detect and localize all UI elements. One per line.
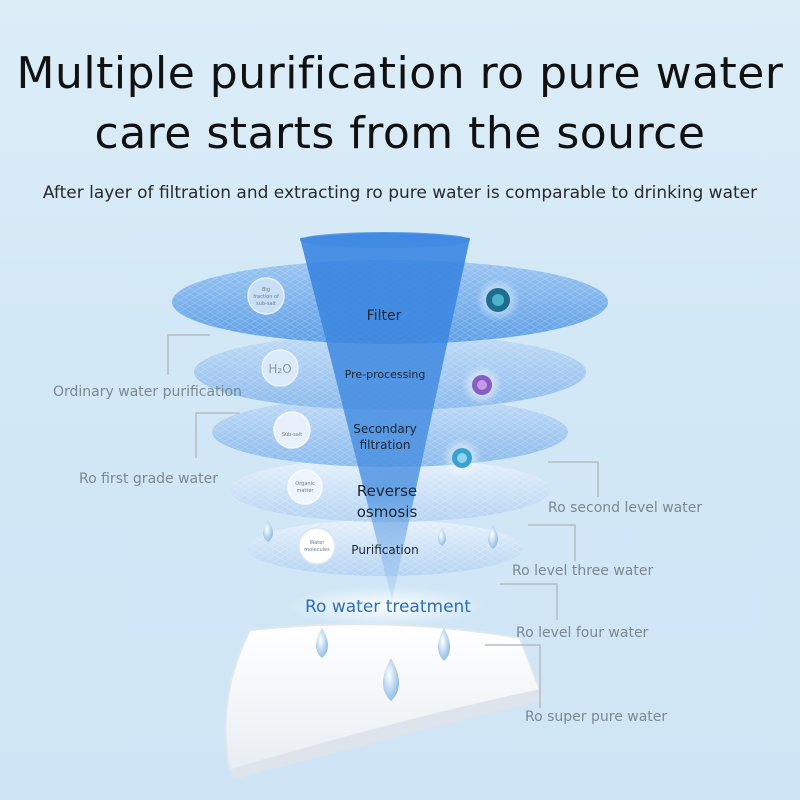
stage-filter: Filter	[366, 308, 402, 324]
water-drop-icon	[488, 525, 498, 549]
label-ordinary: Ordinary water purification	[53, 384, 242, 400]
bacteria-icon	[476, 278, 520, 322]
label-level-three: Ro level three water	[512, 563, 654, 579]
page-title: Multiple purification ro pure water care…	[0, 44, 800, 164]
sub-salt-icon: Sub-salt	[273, 411, 311, 449]
water-drop-icon	[438, 628, 450, 661]
organic-matter-icon: Organic matter	[287, 469, 323, 505]
water-drop-icon	[383, 658, 399, 701]
water-drop-icon	[438, 528, 446, 546]
title-line-1: Multiple purification ro pure water	[16, 48, 784, 99]
label-super-pure: Ro super pure water	[525, 709, 668, 725]
stage-secondary-line1: Secondary	[353, 422, 417, 436]
label-level-four: Ro level four water	[516, 625, 649, 641]
funnel	[300, 233, 470, 600]
icon-text: sub-salt	[256, 301, 276, 307]
svg-text:matter: matter	[297, 488, 315, 494]
connector-lines	[167, 334, 599, 708]
label-second-level: Ro second level water	[548, 500, 703, 516]
svg-text:molecules: molecules	[304, 547, 330, 553]
stage-secondary-line2: filtration	[359, 438, 411, 452]
virus-icon	[462, 365, 502, 405]
stage-reverse-osmosis: Reverse osmosis	[330, 481, 444, 523]
microbe-icon	[442, 438, 482, 478]
stage-secondary: Secondary filtration	[330, 421, 440, 453]
svg-text:H₂O: H₂O	[268, 362, 291, 376]
h2o-icon: H₂O	[261, 349, 299, 387]
stage-reverse-line1: Reverse	[356, 482, 418, 500]
water-drop-icon	[316, 628, 328, 658]
subtitle: After layer of filtration and extracting…	[42, 183, 758, 203]
stage-purification: Purification	[351, 543, 419, 557]
big-fraction-icon: Big fraction of sub-salt	[247, 277, 285, 315]
water-drop-icon	[263, 520, 273, 542]
stage-reverse-line2: osmosis	[356, 503, 418, 521]
svg-text:Water: Water	[310, 540, 326, 546]
stage-treatment: Ro water treatment	[305, 597, 471, 617]
svg-text:Organic: Organic	[295, 481, 315, 487]
icon-text: Big	[262, 287, 270, 293]
water-molecules-icon: Water molecules	[298, 527, 336, 565]
filter-pad	[224, 623, 542, 772]
title-line-2: care starts from the source	[94, 108, 706, 159]
stage-preprocessing: Pre-processing	[344, 368, 426, 381]
label-first-grade: Ro first grade water	[79, 471, 218, 487]
svg-text:Sub-salt: Sub-salt	[282, 432, 302, 438]
icon-text: fraction of	[253, 294, 279, 300]
